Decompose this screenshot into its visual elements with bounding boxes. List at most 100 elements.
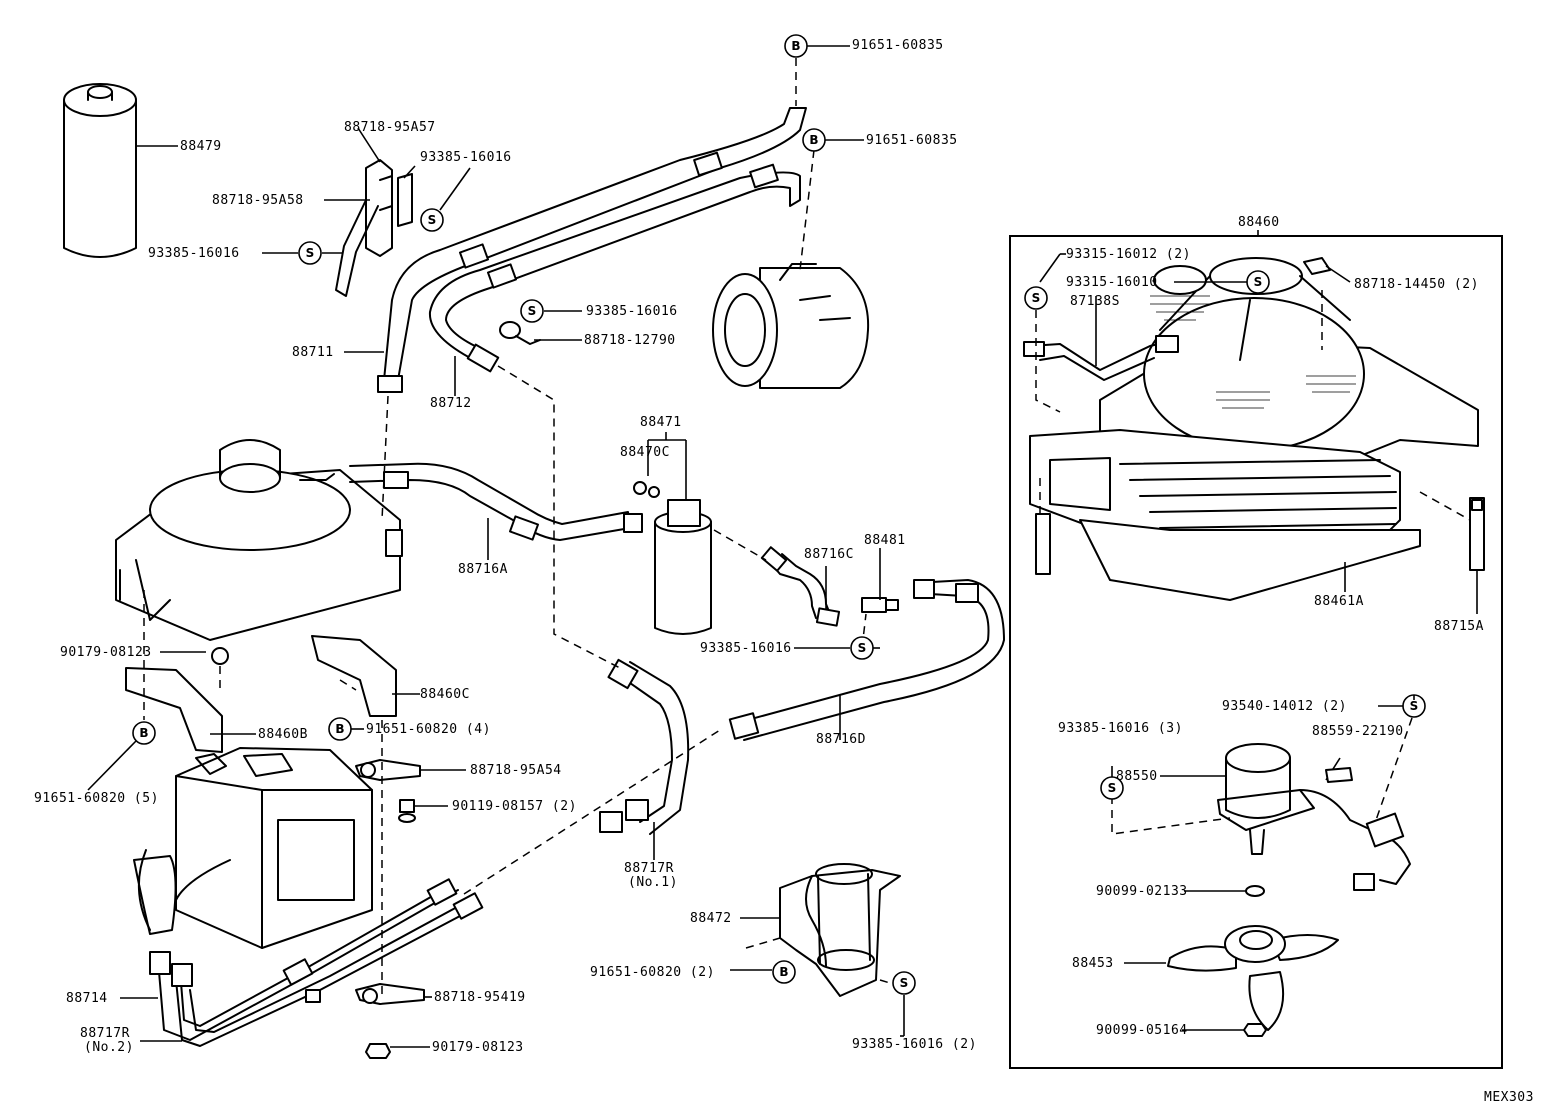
- condenser-fan-drawing: [1029, 257, 1479, 601]
- clamp-88718-14450-drawing: [1303, 257, 1331, 275]
- label-88718-95a57: 88718-95A57: [344, 120, 436, 135]
- assembly-88460-box: [1009, 235, 1503, 1069]
- svg-text:S: S: [1032, 291, 1041, 305]
- s-symbol: S: [1246, 270, 1270, 294]
- label-88461a: 88461A: [1314, 594, 1364, 609]
- b-symbol: B: [132, 721, 156, 745]
- b-symbol: B: [328, 717, 352, 741]
- label-90119-08157: 90119-08157 (2): [452, 799, 577, 814]
- nut-90179-08123-drawing: [365, 1043, 391, 1059]
- label-93385-16016-c: 93385-16016: [586, 304, 678, 319]
- label-assembly-88460: 88460: [1238, 215, 1280, 230]
- svg-text:B: B: [335, 722, 344, 736]
- label-87138s: 87138S: [1070, 294, 1120, 309]
- fan-motor-88550-drawing: [1217, 743, 1411, 891]
- label-91651-60820-2: 91651-60820 (2): [590, 965, 715, 980]
- label-93385-16016-b: 93385-16016: [148, 246, 240, 261]
- label-88718-12790: 88718-12790: [584, 333, 676, 348]
- diagram-code: MEX303: [1484, 1090, 1534, 1105]
- svg-text:S: S: [1410, 699, 1419, 713]
- label-88479: 88479: [180, 139, 222, 154]
- label-88718-14450: 88718-14450 (2): [1354, 277, 1479, 292]
- svg-text:S: S: [1254, 275, 1263, 289]
- svg-text:S: S: [428, 213, 437, 227]
- label-88717r-no1-sub: (No.1): [628, 875, 678, 890]
- s-symbol: S: [892, 971, 916, 995]
- pipe-88717r-no1: [599, 658, 690, 835]
- svg-text:S: S: [1108, 781, 1117, 795]
- s-symbol: S: [850, 636, 874, 660]
- part-88479-drawing: [63, 83, 137, 258]
- label-91651-60835-a: 91651-60835: [852, 38, 944, 53]
- label-88714: 88714: [66, 991, 108, 1006]
- bracket-88472-drawing: [779, 863, 901, 997]
- pipe-88716a: [349, 462, 643, 541]
- label-88718-95a54: 88718-95A54: [470, 763, 562, 778]
- s-symbol: S: [1024, 286, 1048, 310]
- label-88717r-no2: 88717R: [80, 1026, 130, 1041]
- label-88550: 88550: [1116, 769, 1158, 784]
- blower-housing-drawing: [115, 439, 403, 641]
- b-symbol: B: [802, 128, 826, 152]
- b-symbol: B: [772, 960, 796, 984]
- label-88717r-no1: 88717R: [624, 861, 674, 876]
- label-93540-14012: 93540-14012 (2): [1222, 699, 1347, 714]
- svg-text:S: S: [858, 641, 867, 655]
- part-88718-95a57-bracket: [335, 159, 413, 297]
- bolt-90119-08157-drawing: [398, 799, 416, 823]
- label-93385-16016-d: 93385-16016: [700, 641, 792, 656]
- dashed-leaders: [143, 58, 1471, 1000]
- pipe-88711-88712: [377, 107, 807, 393]
- svg-text:S: S: [528, 304, 537, 318]
- label-90099-02133: 90099-02133: [1096, 884, 1188, 899]
- s-symbol: S: [420, 208, 444, 232]
- svg-text:S: S: [306, 246, 315, 260]
- clip-88718-95a54-drawing: [355, 759, 421, 781]
- svg-text:B: B: [809, 133, 818, 147]
- label-88472: 88472: [690, 911, 732, 926]
- label-93315-16012: 93315-16012 (2): [1066, 247, 1191, 262]
- label-88716d: 88716D: [816, 732, 866, 747]
- svg-text:B: B: [779, 965, 788, 979]
- evaporator-drawing: [133, 747, 373, 949]
- label-88559-22190: 88559-22190: [1312, 724, 1404, 739]
- symbol-markers: B B S S S S B B B S S S S S: [132, 34, 1426, 995]
- label-88711: 88711: [292, 345, 334, 360]
- svg-text:B: B: [139, 726, 148, 740]
- label-91651-60835-b: 91651-60835: [866, 133, 958, 148]
- label-88460b: 88460B: [258, 727, 308, 742]
- s-symbol: S: [520, 299, 544, 323]
- svg-text:B: B: [791, 39, 800, 53]
- pipe-88716d: [728, 579, 1005, 741]
- bolt-88715a-drawing: [1469, 497, 1485, 571]
- bracket-88559-22190-drawing: [1325, 767, 1353, 783]
- harness-87138s-drawing: [1023, 335, 1179, 381]
- label-90099-05164: 90099-05164: [1096, 1023, 1188, 1038]
- label-88460c: 88460C: [420, 687, 470, 702]
- label-93385-16016-2: 93385-16016 (2): [852, 1037, 977, 1052]
- label-91651-60820-5: 91651-60820 (5): [34, 791, 159, 806]
- fan-88453-drawing: [1167, 925, 1339, 1031]
- label-88715a: 88715A: [1434, 619, 1484, 634]
- label-93315-16010: 93315-16010: [1066, 275, 1158, 290]
- washer-90099-02133-drawing: [1245, 885, 1265, 897]
- bracket-88460c-drawing: [311, 635, 397, 717]
- part-88718-12790-drawing: [499, 321, 541, 345]
- pipe-88714-88717r-no2: [149, 878, 484, 1047]
- compressor-drawing: [712, 263, 870, 389]
- svg-text:S: S: [900, 976, 909, 990]
- label-88718-95419: 88718-95419: [434, 990, 526, 1005]
- label-93385-16016-3: 93385-16016 (3): [1058, 721, 1183, 736]
- label-88717r-no2-sub: (No.2): [84, 1040, 134, 1055]
- bolt-left-drawing: [1035, 513, 1051, 575]
- label-88716a: 88716A: [458, 562, 508, 577]
- receiver-dryer-drawing: [633, 481, 712, 635]
- nut-90099-05164-drawing: [1243, 1023, 1267, 1037]
- clip-88718-95419-drawing: [355, 983, 425, 1005]
- label-88716c: 88716C: [804, 547, 854, 562]
- s-symbol: S: [298, 241, 322, 265]
- label-93385-16016-a: 93385-16016: [420, 150, 512, 165]
- label-88470c: 88470C: [620, 445, 670, 460]
